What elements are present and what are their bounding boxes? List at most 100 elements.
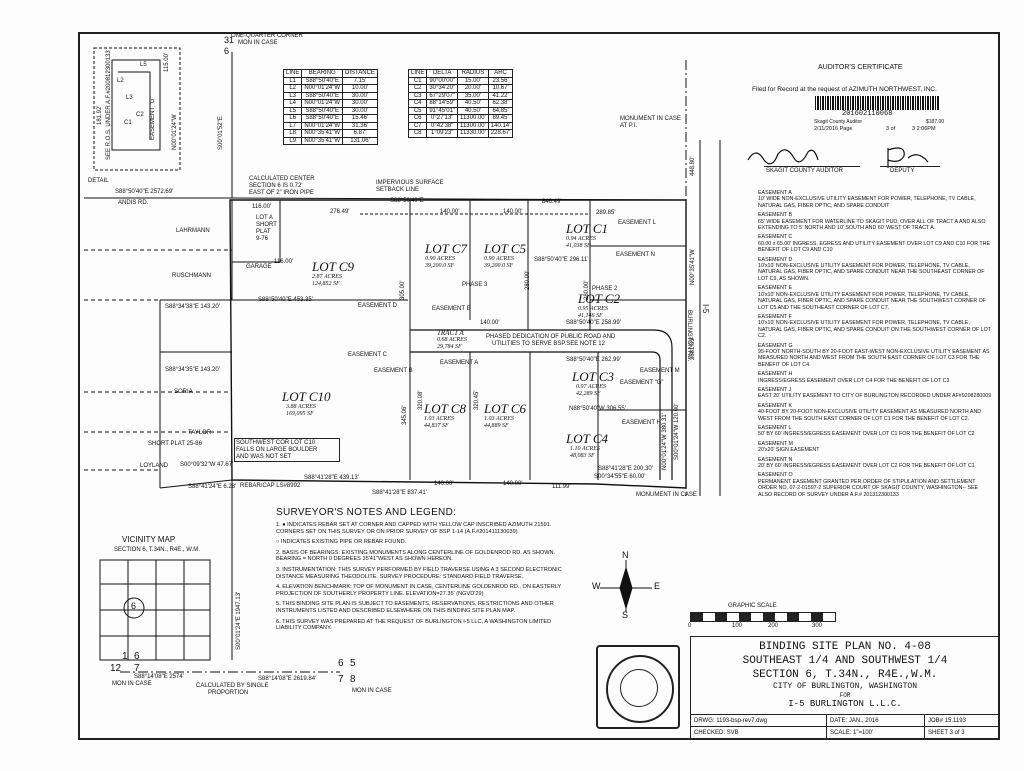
curve-table-cell: 11330.00' (457, 129, 489, 138)
drwg-cell: DRWG: 1193-bsp-rev7.dwg (691, 715, 827, 727)
quarter-corner-label-1: ONE-QUARTER CORNER (231, 33, 303, 39)
easement-entry-title: EASEMENT L (758, 425, 792, 431)
line-table-cell: L9 (282, 136, 303, 145)
monument-pi-2: AT P.I. (620, 123, 638, 129)
easement-entry-desc: 10'x10' NON-EXCLUSIVE UTILITY EASEMENT F… (758, 291, 986, 311)
easement-entry-title: EASEMENT D (758, 256, 793, 263)
dim-258: S88°50'40"E 258.99' (566, 320, 621, 326)
calc-center-3: EAST OF 2" IRON PIPE (249, 190, 314, 196)
curve-table-cell: C2 (407, 84, 428, 93)
auditor-number: 201602110068 (842, 110, 893, 118)
dim-453: S88°50'40"E 453.35' (258, 297, 313, 303)
line-table-cell: 6.87' (342, 129, 378, 138)
note-item: 5. THIS BINDING SITE PLAN IS SUBJECT TO … (276, 601, 554, 614)
detail-s00: S00°01'52"E (218, 116, 224, 150)
curve-table-header: DELTA (426, 69, 459, 78)
i5-label: I-5 (701, 304, 710, 314)
lot-c2-name: LOT C2 (578, 291, 621, 306)
dim-140-e: 140.00' (503, 481, 523, 487)
corner-b-left: 7 (338, 674, 344, 685)
curve-table-cell: 11300.00' (457, 114, 489, 123)
note-item: 4. ELEVATION BENCHMARK: TOP OF MONUMENT … (276, 584, 562, 597)
note-item: 3. INSTRUMENTATION: THIS SURVEY PERFORME… (276, 566, 562, 580)
compass-n: N (622, 550, 629, 560)
deputy-label: DEPUTY (890, 168, 915, 174)
short-plat-a-3: PLAT (256, 229, 271, 235)
curve-table-cell: 90°00'00" (426, 76, 459, 85)
dim-1947: S00°01'24"E 1947.13' (236, 591, 242, 650)
auditor-filed: Filed for Record at the request of AZIMU… (752, 86, 937, 93)
compass-w: W (592, 581, 601, 591)
calc-center-1: CALCULATED CENTER (249, 176, 315, 182)
curve-table-cell: 62.38' (487, 99, 514, 108)
lot-c9-sf: 124,852 SF (312, 281, 340, 287)
line-table-header: LINE (282, 69, 303, 78)
dim-448: 448.80' (690, 156, 696, 177)
dim-2619: S88°14'08"E 2619.84' (258, 676, 317, 682)
dim-143-b: S88°34'35"E 143.20' (165, 367, 220, 373)
curve-table-cell: 20.00' (457, 84, 489, 93)
curve-table-cell: 1°09'23" (426, 129, 459, 138)
lot-c2-acres: 0.95 ACRES (578, 306, 608, 312)
monument-bottom-label: MON IN CASE (352, 688, 392, 694)
line-table-cell: S88°50'40"E (301, 91, 344, 100)
line-table-cell: N00°01'24"W (301, 121, 344, 130)
lot-c10-acres: 3.88 ACRES (286, 404, 316, 410)
curve-table-cell: C6 (407, 114, 428, 123)
easement-entry-desc: 20' BY 60' INGRESS/EGRESS EASEMENT OVER … (758, 463, 975, 470)
map-easement-n: EASEMENT N (616, 252, 655, 258)
burlington-road-label: BURLINGTON RD. (686, 310, 692, 362)
dim-47: S00°09'32"W 47.67' (180, 462, 234, 468)
setback-label-1: IMPERVIOUS SURFACE (376, 180, 444, 186)
detail-l1: L5 (140, 62, 147, 68)
dim-120: S00°01'24"W 120.00' (674, 403, 680, 460)
lot-c7-acres: 0.90 ACRES (425, 256, 455, 262)
surveyor-seal (596, 645, 680, 729)
dim-140-d: 140.00' (434, 481, 454, 487)
job-cell: JOB# 15.1193 (925, 715, 999, 727)
auditor-sig-line (764, 166, 860, 167)
note-item: 1. ● INDICATES REBAR SET AT CORNER AND C… (276, 522, 552, 535)
dim-2574: S88°14'08"E 2574' (134, 674, 184, 680)
scale-tick-300: 300 (812, 623, 823, 629)
detail-c2: C2 (136, 112, 144, 118)
lot-c9-acres: 2.87 ACRES (312, 274, 342, 280)
monument-pi-1: MONUMENT IN CASE (620, 116, 681, 122)
compass-e: E (654, 581, 661, 591)
curve-table-cell: 228.67' (487, 129, 514, 138)
line-table-cell: 131.06' (342, 136, 378, 145)
short-plat-a-4: 9-76 (256, 236, 269, 242)
easement-entry-desc: 40-FOOT BY 20-FOOT NON-EXCLUSIVE UTILITY… (758, 409, 982, 422)
monument-sw-label: MON IN CASE (112, 681, 152, 687)
line-table-cell: L4 (282, 99, 303, 108)
dedication-line-2: UTILITIES TO SERVE BSP.SEE NOTE 12 (492, 341, 605, 347)
detail-dim-181: 181.92' (97, 105, 103, 126)
sheet-cell: SHEET 3 of 3 (925, 727, 999, 739)
andis-road-label: ANDIS RD. (118, 200, 149, 206)
dim-6: S88°41'24"E 6.28' (188, 484, 237, 490)
map-easement-b: EASEMENT B (374, 368, 413, 374)
map-easement-a: EASEMENT A (440, 360, 479, 366)
detail-label: DETAIL (88, 178, 109, 184)
calc-center-2: SECTION 6 IS 0.72' (249, 183, 303, 189)
auditor-title: AUDITOR'S CERTIFICATE (818, 64, 903, 71)
easement-entry-title: EASEMENT O (758, 472, 793, 479)
corner-a-right: 7 (134, 663, 140, 674)
note-item: ○ INDICATES EXISTING PIPE OR REBAR FOUND… (276, 539, 407, 546)
line-table-cell: N00°35'41"W (301, 129, 344, 138)
section-top-number: 31 (224, 35, 235, 45)
lot-c1-sf: 41,038 SF (566, 243, 591, 249)
dim-143-a: S88°34'38"E 143.20' (165, 304, 220, 310)
scale-tick-0: 0 (688, 623, 692, 629)
